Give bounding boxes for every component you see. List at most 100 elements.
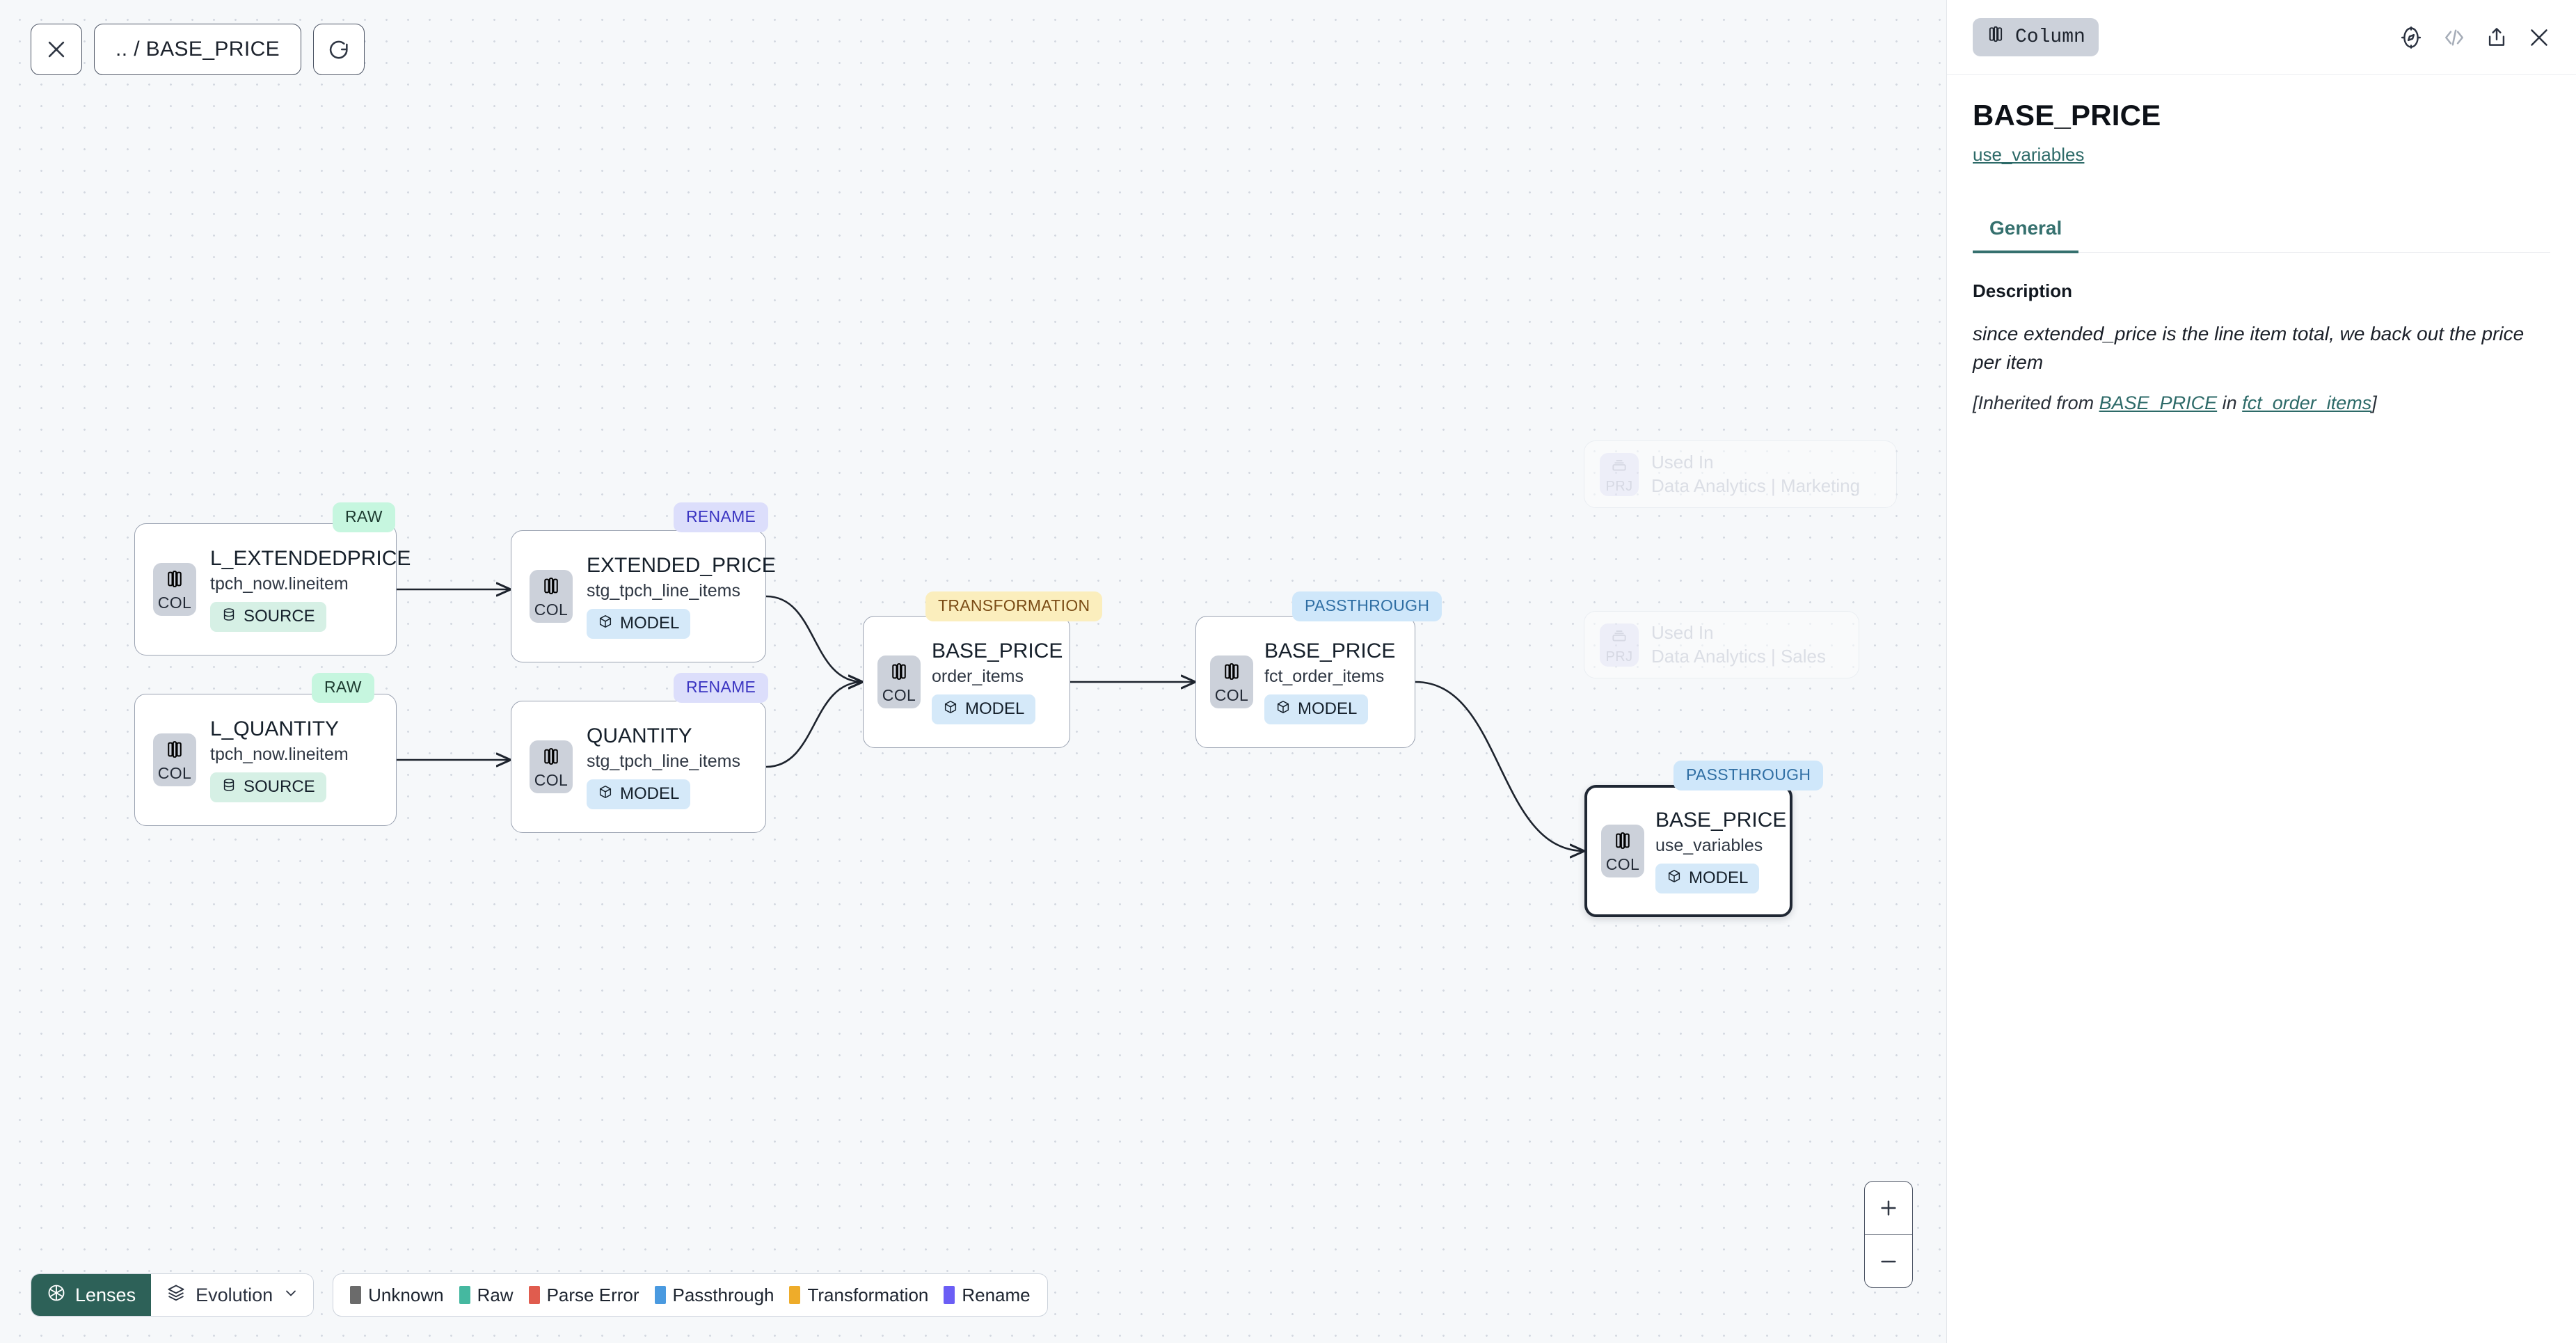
- node-inner: COL QUANTITY stg_tpch_line_items MODEL: [511, 701, 765, 832]
- cube-icon: [598, 784, 613, 804]
- cube-icon: [1275, 699, 1291, 720]
- lineage-node-l-quantity[interactable]: COL L_QUANTITY tpch_now.lineitem: [134, 694, 397, 826]
- lineage-node-base-price-use-variables[interactable]: COL BASE_PRICE use_variables MODEL: [1584, 785, 1792, 917]
- materialization-label: MODEL: [965, 699, 1025, 719]
- node-subtitle: tpch_now.lineitem: [210, 573, 349, 594]
- node-subtitle: use_variables: [1655, 835, 1763, 855]
- share-icon[interactable]: [2485, 26, 2509, 49]
- node-kind-badge: COL: [153, 733, 196, 786]
- materialization-label: MODEL: [1689, 868, 1749, 888]
- node-inner: COL L_EXTENDEDPRICE tpch_now.lineitem: [135, 524, 411, 655]
- legend-item-passthrough[interactable]: Passthrough: [654, 1284, 774, 1306]
- node-body: BASE_PRICE fct_order_items MODEL: [1264, 639, 1395, 724]
- legend-swatch: [350, 1286, 362, 1304]
- zoom-controls: [1864, 1181, 1913, 1288]
- materialization-badge: SOURCE: [210, 601, 326, 632]
- node-body: Used In Data Analytics | Marketing: [1651, 452, 1860, 497]
- entity-type-label: Column: [2015, 26, 2085, 48]
- parent-model-link[interactable]: use_variables: [1973, 144, 2085, 165]
- node-inner: COL BASE_PRICE order_items MODEL: [864, 617, 1070, 747]
- description-text: since extended_price is the line item to…: [1973, 323, 2525, 373]
- lineage-canvas[interactable]: .. / BASE_PRICE: [0, 0, 1946, 1343]
- details-panel: Column: [1946, 0, 2576, 1343]
- legend-item-raw[interactable]: Raw: [459, 1285, 514, 1306]
- column-icon: [1986, 24, 2005, 50]
- materialization-label: MODEL: [1298, 699, 1358, 719]
- legend-item-parse-error[interactable]: Parse Error: [528, 1285, 639, 1306]
- used-in-node[interactable]: PRJ Used In Data Analytics | Marketing: [1584, 440, 1897, 508]
- legend-label: Passthrough: [672, 1284, 774, 1305]
- legend-item-rename[interactable]: Rename: [944, 1285, 1031, 1306]
- breadcrumb[interactable]: .. / BASE_PRICE: [94, 24, 302, 75]
- database-icon: [221, 777, 237, 797]
- entity-type-badge: Column: [1973, 18, 2099, 56]
- plus-icon: [1881, 1200, 1896, 1216]
- legend-swatch: [459, 1286, 470, 1304]
- lenses-button[interactable]: Lenses: [31, 1274, 152, 1316]
- lens-tag-transformation: TRANSFORMATION: [925, 591, 1103, 621]
- lenses-label: Lenses: [75, 1284, 136, 1305]
- node-body: BASE_PRICE order_items MODEL: [932, 639, 1063, 724]
- node-title: Used In: [1651, 451, 1714, 472]
- materialization-badge: MODEL: [587, 608, 691, 639]
- cube-icon: [943, 699, 958, 720]
- compass-icon[interactable]: [2399, 25, 2424, 50]
- node-kind-label: PRJ: [1605, 478, 1633, 494]
- lineage-node-l-extendedprice[interactable]: COL L_EXTENDEDPRICE tpch_now.lineitem: [134, 523, 411, 655]
- column-icon: [541, 746, 562, 770]
- node-kind-label: COL: [157, 593, 192, 612]
- lenses-control-group: Lenses Evolution: [31, 1273, 315, 1317]
- lens-tag-raw: RAW: [333, 502, 395, 532]
- inherited-column-link[interactable]: BASE_PRICE: [2099, 392, 2218, 413]
- materialization-badge: MODEL: [932, 694, 1036, 724]
- node-kind-label: COL: [882, 685, 916, 704]
- node-kind-badge: COL: [1210, 655, 1253, 708]
- close-graph-button[interactable]: [31, 24, 82, 75]
- node-subtitle: Data Analytics | Sales: [1651, 645, 1826, 667]
- node-kind-label: COL: [1214, 685, 1249, 704]
- canvas-bottom-bar: Lenses Evolution: [31, 1273, 1048, 1317]
- used-in-node[interactable]: PRJ Used In Data Analytics | Sales: [1584, 611, 1859, 678]
- legend-item-unknown[interactable]: Unknown: [350, 1285, 444, 1306]
- legend-label: Transformation: [807, 1284, 929, 1305]
- materialization-label: SOURCE: [244, 777, 315, 797]
- lineage-node-quantity[interactable]: COL QUANTITY stg_tpch_line_items MODEL: [511, 701, 766, 833]
- lineage-node-base-price-order-items[interactable]: COL BASE_PRICE order_items MODEL: [863, 616, 1070, 748]
- column-icon: [1612, 830, 1633, 855]
- node-subtitle: stg_tpch_line_items: [587, 580, 740, 601]
- node-title: Used In: [1651, 621, 1714, 643]
- zoom-out-button[interactable]: [1865, 1234, 1912, 1287]
- node-title: L_QUANTITY: [210, 717, 340, 741]
- node-body: QUANTITY stg_tpch_line_items MODEL: [587, 724, 740, 809]
- node-body: L_QUANTITY tpch_now.lineitem SOURCE: [210, 717, 349, 802]
- node-inner: COL BASE_PRICE fct_order_items MODEL: [1196, 617, 1415, 747]
- close-icon[interactable]: [2527, 25, 2552, 50]
- refresh-button[interactable]: [313, 24, 365, 75]
- tab-general[interactable]: General: [1973, 217, 2079, 253]
- node-inner: PRJ Used In Data Analytics | Sales: [1584, 612, 1859, 678]
- inherited-model-link[interactable]: fct_order_items: [2242, 392, 2372, 413]
- node-kind-badge: COL: [1601, 825, 1644, 877]
- legend-swatch: [944, 1286, 955, 1304]
- node-title: L_EXTENDEDPRICE: [210, 547, 411, 571]
- zoom-in-button[interactable]: [1865, 1182, 1912, 1234]
- materialization-badge: MODEL: [1655, 863, 1760, 893]
- lineage-node-extended-price[interactable]: COL EXTENDED_PRICE stg_tpch_line_items M…: [511, 530, 776, 662]
- node-inner: COL L_QUANTITY tpch_now.lineitem: [135, 694, 396, 825]
- evolution-dropdown[interactable]: Evolution: [151, 1274, 314, 1316]
- column-icon: [889, 661, 909, 685]
- lens-tag-passthrough: PASSTHROUGH: [1292, 591, 1442, 621]
- materialization-badge: MODEL: [587, 779, 691, 809]
- evolution-label: Evolution: [196, 1284, 273, 1305]
- lineage-node-base-price-fct-order-items[interactable]: COL BASE_PRICE fct_order_items MODEL: [1195, 616, 1415, 748]
- node-kind-badge: PRJ: [1600, 623, 1639, 667]
- lens-tag-rename: RENAME: [674, 502, 769, 532]
- node-inner: COL EXTENDED_PRICE stg_tpch_line_items M…: [511, 531, 776, 662]
- legend-item-transformation[interactable]: Transformation: [789, 1285, 928, 1306]
- node-body: EXTENDED_PRICE stg_tpch_line_items MODEL: [587, 554, 776, 639]
- close-icon: [45, 38, 68, 61]
- node-subtitle: fct_order_items: [1264, 666, 1385, 686]
- code-icon[interactable]: [2442, 25, 2467, 50]
- chevron-down-icon: [283, 1285, 299, 1306]
- column-icon: [164, 739, 185, 763]
